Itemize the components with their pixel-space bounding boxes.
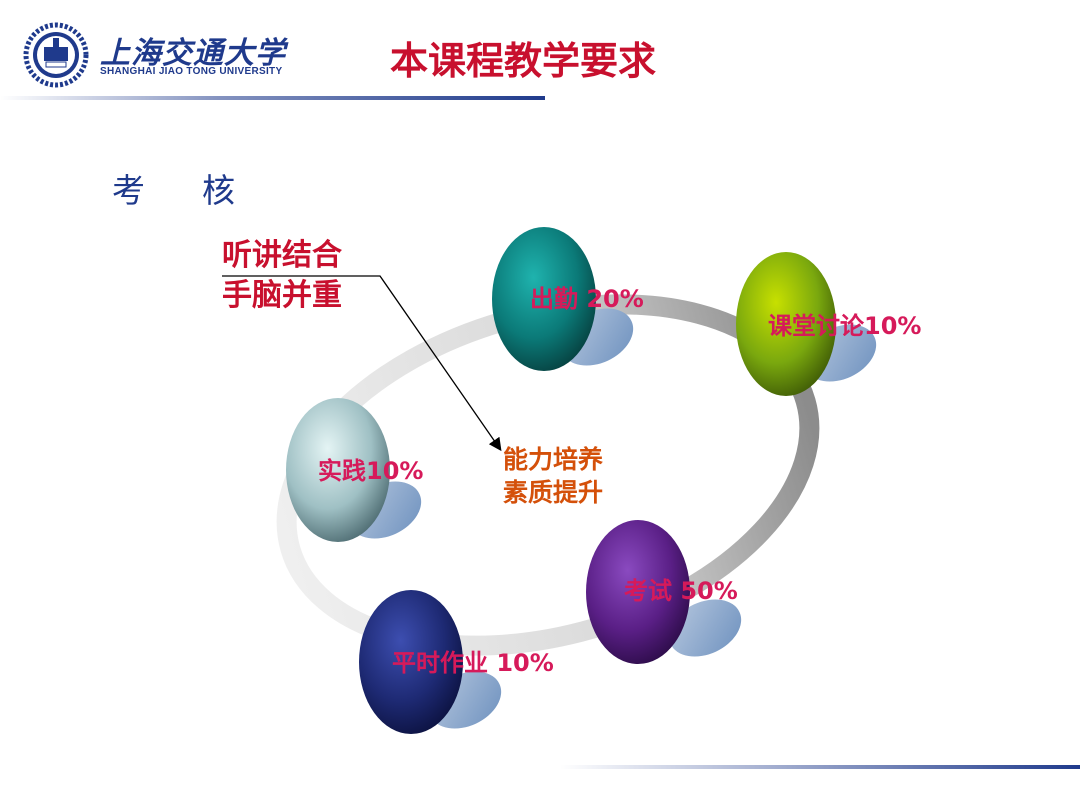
center-line: 素质提升 bbox=[503, 478, 604, 507]
ball-homework bbox=[359, 590, 463, 734]
ball-attendance bbox=[492, 227, 596, 371]
label-practice: 实践10% bbox=[318, 457, 424, 485]
note-text: 听讲结合 手脑并重 bbox=[222, 236, 342, 316]
note-line: 手脑并重 bbox=[222, 278, 342, 313]
ball-exam bbox=[586, 520, 690, 664]
university-name-cn: 上海交通大学 bbox=[100, 36, 286, 71]
slide-title: 本课程教学要求 bbox=[390, 39, 657, 83]
footer-rule bbox=[560, 765, 1080, 769]
header-rule bbox=[0, 96, 545, 100]
section-title: 考 核 bbox=[112, 171, 247, 210]
note-line: 听讲结合 bbox=[222, 238, 342, 273]
label-exam: 考试 50% bbox=[624, 577, 738, 605]
sjtu-seal-icon bbox=[23, 22, 89, 88]
label-discussion: 课堂讨论10% bbox=[768, 312, 922, 340]
label-attendance: 出勤 20% bbox=[530, 285, 644, 313]
center-line: 能力培养 bbox=[503, 445, 604, 474]
university-name-en: SHANGHAI JIAO TONG UNIVERSITY bbox=[100, 66, 283, 77]
ball-discussion bbox=[736, 252, 836, 396]
center-text: 能力培养 素质提升 bbox=[503, 443, 603, 509]
ball-practice bbox=[286, 398, 390, 542]
label-homework: 平时作业 10% bbox=[392, 649, 554, 677]
callout-arrow bbox=[222, 275, 502, 452]
